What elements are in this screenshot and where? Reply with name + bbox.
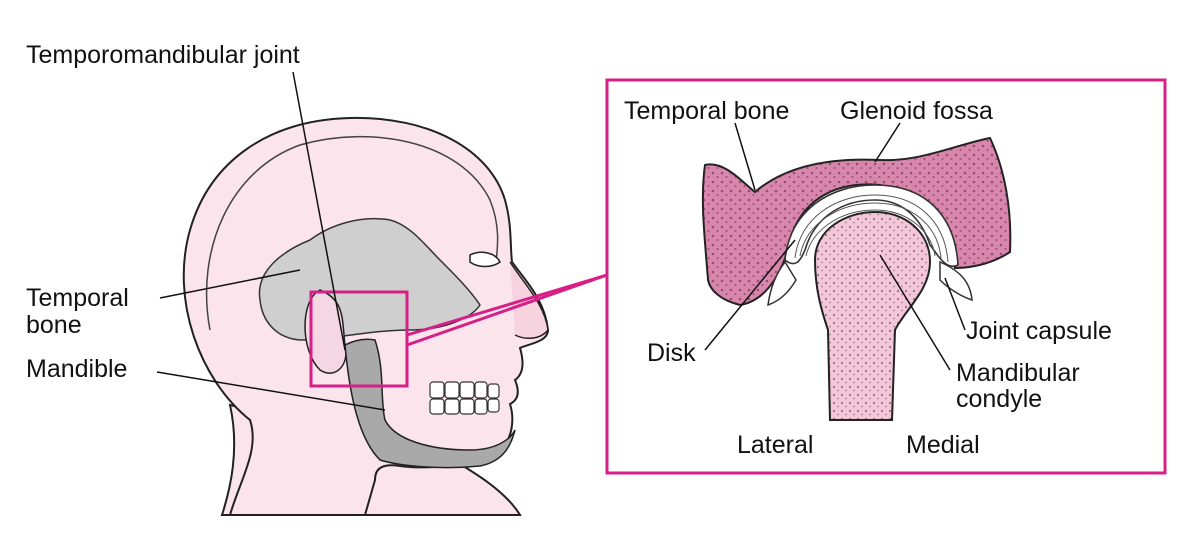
leader-mandible [156,371,386,411]
tmj-highlight-box [309,290,409,388]
skull-outline [205,135,499,331]
teeth [429,381,500,415]
label-mandibular-condyle-1: Mandibular [956,359,1080,387]
connector-line-top [406,273,608,337]
leader-temporal-bone-left [159,269,301,299]
leader-disk [704,239,796,351]
mandible-bone [344,338,516,469]
head-illustration [156,71,608,516]
label-glenoid-fossa: Glenoid fossa [840,97,993,125]
leader-temporal-bone-inset [734,122,756,191]
label-mandibular-condyle-2: condyle [956,385,1043,413]
inset-disk [784,184,959,268]
inset-joint-capsule [939,260,973,302]
label-temporal-bone-left-1: Temporal [26,284,129,312]
label-disk: Disk [647,339,696,367]
ear [304,289,347,374]
tmj-inset [605,78,1167,475]
label-temporal-bone-inset: Temporal bone [624,97,790,125]
label-tmj: Temporomandibular joint [26,41,300,69]
eye-area [469,251,501,268]
leader-mandibular-condyle [879,254,951,371]
nose [509,261,549,340]
label-temporal-bone-left-2: bone [26,311,82,339]
leader-joint-capsule [944,277,966,331]
label-joint-capsule: Joint capsule [966,317,1112,345]
leader-tmj [292,71,346,351]
label-medial: Medial [906,431,980,459]
connector-line-bottom [406,273,608,347]
label-mandible: Mandible [26,355,128,383]
leader-glenoid-fossa [874,122,901,163]
label-lateral: Lateral [737,431,814,459]
